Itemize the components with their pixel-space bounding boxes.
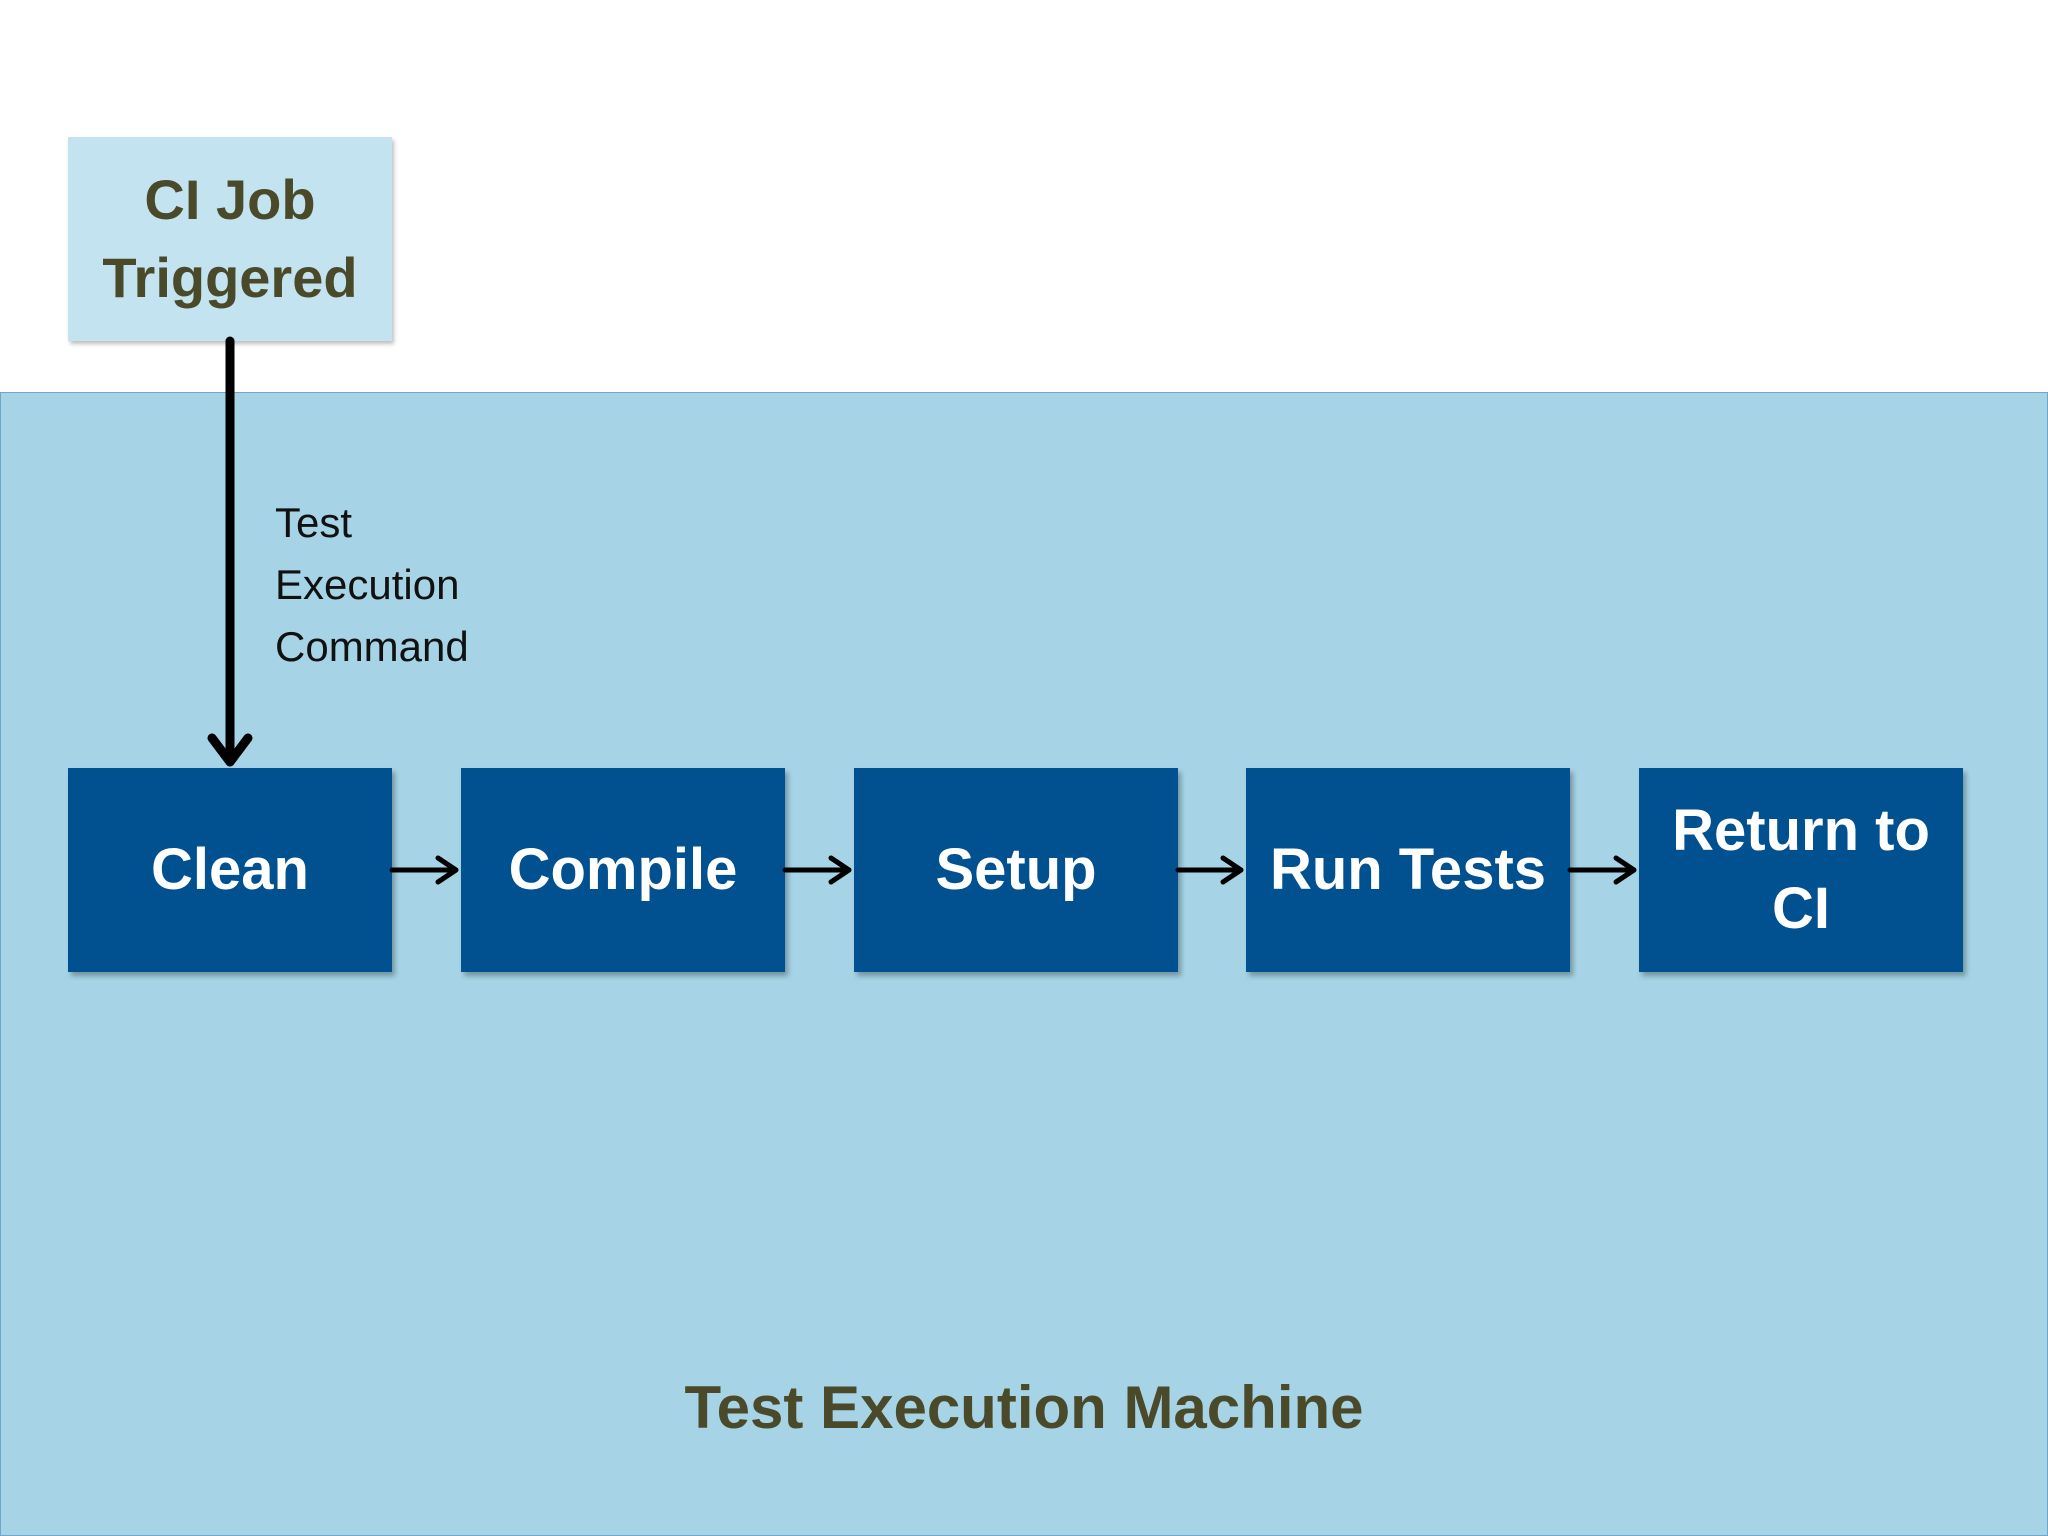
ci-job-triggered-label: CI Job Triggered (102, 168, 358, 309)
step-return-to-ci-label: Return to CI (1672, 798, 1930, 941)
step-compile-label: Compile (508, 837, 738, 902)
step-setup-label: Setup (935, 837, 1097, 902)
step-setup-box: Setup (854, 768, 1178, 972)
step-run-tests-label: Run Tests (1269, 837, 1547, 902)
step-clean-label: Clean (151, 837, 309, 902)
test-execution-machine-title: Test Execution Machine (684, 1374, 1364, 1441)
step-compile-box: Compile (461, 768, 785, 972)
step-return-to-ci-box: Return to CI (1639, 768, 1963, 972)
test-execution-command-label: Test Execution Command (275, 499, 469, 670)
ci-job-triggered-box: CI Job Triggered (68, 137, 392, 341)
step-clean-box: Clean (68, 768, 392, 972)
step-run-tests-box: Run Tests (1246, 768, 1570, 972)
